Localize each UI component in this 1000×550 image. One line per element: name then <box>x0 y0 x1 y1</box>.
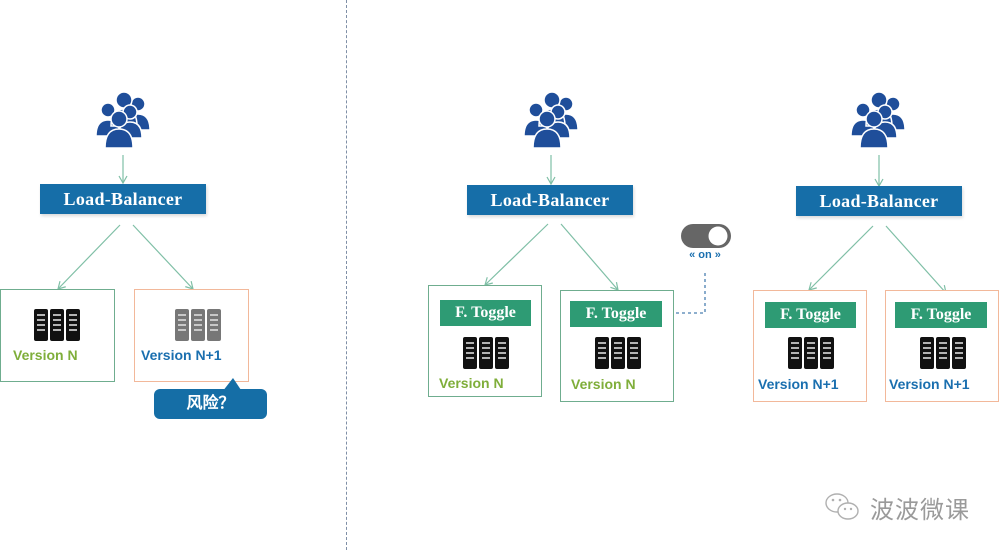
version-label: Version N+1 <box>758 376 839 392</box>
toggle-switch-icon <box>681 224 731 248</box>
node-toggle-version-n1: F. Toggle Version N+1 <box>753 290 867 402</box>
toggle-dashed-connector <box>663 273 706 318</box>
load-balancer-1: Load-Balancer <box>40 184 206 214</box>
server-icon <box>34 309 80 341</box>
load-balancer-3: Load-Balancer <box>796 186 962 216</box>
users-group-icon <box>95 91 151 149</box>
feature-toggle-label: F. Toggle <box>895 302 987 328</box>
arrow-lb-to-node-3a <box>808 225 874 291</box>
server-icon <box>920 337 966 369</box>
arrow-lb-to-node-2a <box>484 223 549 286</box>
feature-toggle-label: F. Toggle <box>765 302 856 328</box>
node-version-n1: Version N+1 <box>134 289 249 382</box>
feature-toggle-label: F. Toggle <box>570 301 662 327</box>
toggle-state-label: « on » <box>689 249 721 261</box>
wechat-icon <box>825 493 859 520</box>
server-icon <box>463 337 509 369</box>
risk-callout: 风险？ <box>154 389 267 419</box>
arrow-lb-to-node-2b <box>560 223 619 291</box>
arrow-lb-to-node-1a <box>57 224 121 290</box>
node-toggle-version-n1: F. Toggle Version N+1 <box>885 290 999 402</box>
node-toggle-version-n: F. Toggle Version N <box>428 285 542 397</box>
version-label: Version N+1 <box>889 376 970 392</box>
server-icon <box>788 337 834 369</box>
version-label: Version N <box>439 375 504 391</box>
version-label: Version N <box>571 376 636 392</box>
server-gray-icon <box>175 309 221 341</box>
load-balancer-2: Load-Balancer <box>467 185 633 215</box>
arrow-lb-to-node-1b <box>132 224 194 290</box>
watermark-text: 波波微课 <box>870 497 970 524</box>
node-toggle-version-n: F. Toggle Version N <box>560 290 674 402</box>
users-group-icon <box>523 91 579 149</box>
node-version-n: Version N <box>0 289 115 382</box>
users-group-icon <box>850 91 906 149</box>
arrow-lb-to-node-3b <box>885 225 947 294</box>
version-label: Version N <box>13 347 78 363</box>
feature-toggle-label: F. Toggle <box>440 300 531 326</box>
panel-divider <box>346 0 347 550</box>
server-icon <box>595 337 641 369</box>
version-label: Version N+1 <box>141 347 222 363</box>
